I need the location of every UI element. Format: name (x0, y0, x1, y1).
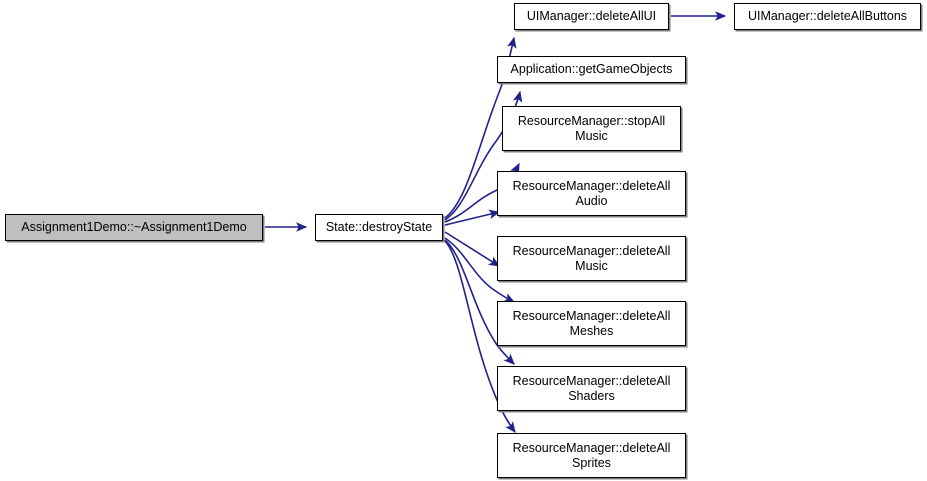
graph-node-n10[interactable]: ResourceManager::deleteAll Sprites (497, 433, 686, 478)
graph-node-n4[interactable]: Application::getGameObjects (497, 56, 686, 83)
graph-node-label: ResourceManager::stopAll Music (517, 113, 666, 143)
call-edge-n1-to-n6 (444, 209, 501, 226)
graph-node-n7[interactable]: ResourceManager::deleteAll Music (497, 236, 686, 281)
graph-node-label: UIManager::deleteAllUI (526, 9, 657, 23)
graph-node-n0[interactable]: Assignment1Demo::~Assignment1Demo (5, 214, 263, 241)
graph-node-n3[interactable]: UIManager::deleteAllButtons (734, 3, 921, 30)
graph-node-n5[interactable]: ResourceManager::stopAll Music (502, 106, 681, 151)
graph-node-label: ResourceManager::deleteAll Sprites (512, 440, 671, 470)
graph-node-n8[interactable]: ResourceManager::deleteAll Meshes (497, 301, 686, 346)
graph-node-n6[interactable]: ResourceManager::deleteAll Audio (497, 171, 686, 216)
graph-node-label: ResourceManager::deleteAll Meshes (512, 308, 671, 338)
graph-node-label: UIManager::deleteAllButtons (747, 9, 908, 23)
graph-node-label: ResourceManager::deleteAll Music (512, 243, 671, 273)
call-edge-n1-to-n7 (444, 231, 501, 267)
graph-node-label: State::destroyState (325, 220, 433, 234)
graph-node-n1[interactable]: State::destroyState (315, 214, 443, 241)
graph-node-n9[interactable]: ResourceManager::deleteAll Shaders (497, 366, 686, 411)
graph-node-label: ResourceManager::deleteAll Audio (512, 178, 671, 208)
graph-node-label: Assignment1Demo::~Assignment1Demo (21, 220, 247, 234)
graph-node-label: Application::getGameObjects (510, 62, 673, 76)
graph-node-n2[interactable]: UIManager::deleteAllUI (514, 3, 669, 30)
graph-node-label: ResourceManager::deleteAll Shaders (512, 373, 671, 403)
